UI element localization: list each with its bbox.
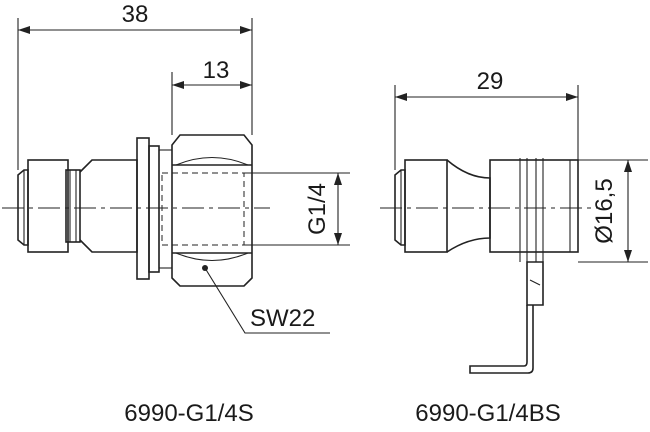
dim-diameter-label: Ø16,5 (591, 178, 618, 243)
right-middle-body (446, 159, 491, 253)
right-cable-connector (526, 261, 544, 306)
left-middle-body (79, 159, 138, 253)
left-washer (148, 145, 160, 273)
left-front-body (27, 159, 69, 253)
left-hex-nut (171, 134, 253, 287)
right-cable (469, 305, 534, 374)
right-part-number: 6990-G1/4BS (415, 400, 560, 427)
left-groove (65, 169, 81, 243)
left-part-number: 6990-G1/4S (124, 400, 253, 427)
right-sleeve (489, 159, 579, 253)
hex-callout-label: SW22 (250, 305, 315, 332)
right-front-body (404, 159, 448, 253)
right-part-drawing (380, 85, 648, 374)
hex-leader-line (204, 267, 330, 334)
left-thread-hidden (161, 172, 245, 246)
dim-13-label: 13 (203, 57, 230, 84)
dim-38-label: 38 (122, 1, 149, 28)
left-part-drawing (2, 18, 350, 334)
dim-29-label: 29 (477, 68, 504, 95)
dim-g14-label: G1/4 (304, 183, 331, 235)
